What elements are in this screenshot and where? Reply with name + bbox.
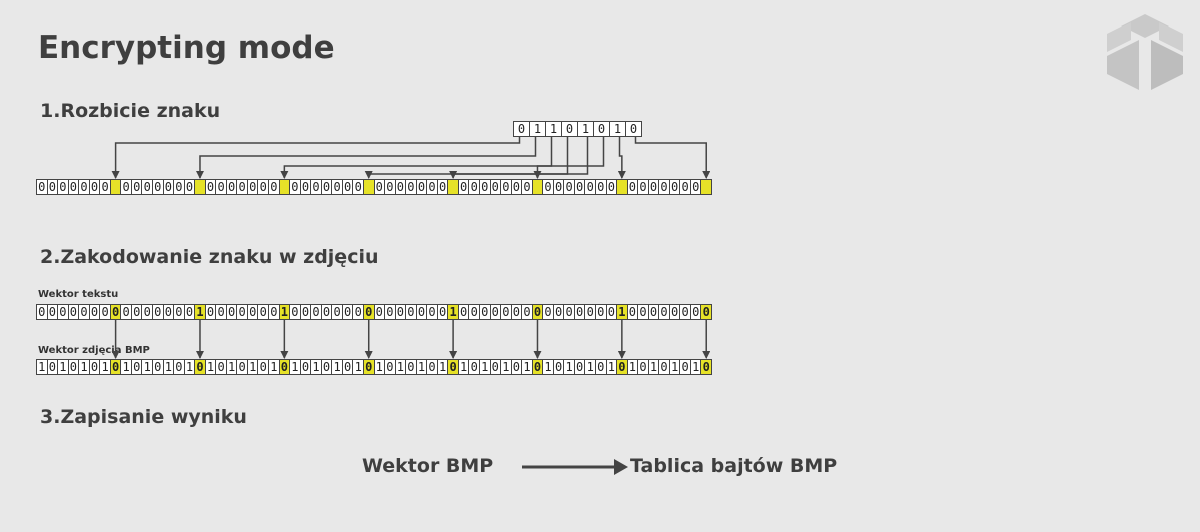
cube-logo-icon (1105, 10, 1185, 96)
text-vector-cell: 0 (700, 304, 712, 320)
char-bit-cell: 1 (529, 121, 546, 137)
split-arrow (617, 137, 626, 179)
char-bit-cell: 0 (561, 121, 578, 137)
page-title: Encrypting mode (38, 30, 335, 66)
char-bit-cell: 1 (609, 121, 626, 137)
flow-to-label: Tablica bajtów BMP (630, 455, 838, 477)
split-arrow (111, 137, 521, 179)
text-vector-label: Wektor tekstu (38, 289, 119, 300)
split-arrow (634, 137, 711, 179)
split-arrow (533, 137, 605, 179)
bmp-vector-label: Wektor zdjęcia BMP (38, 345, 150, 356)
split-bit-cell (700, 179, 712, 195)
step3-heading: 3.Zapisanie wyniku (40, 406, 247, 428)
char-bit-cell: 0 (625, 121, 642, 137)
bmp-vector-cell: 0 (700, 359, 712, 375)
char-bit-cell: 1 (577, 121, 594, 137)
split-arrow (449, 137, 589, 179)
split-arrow (280, 137, 553, 179)
split-arrow (364, 137, 569, 179)
step1-heading: 1.Rozbicie znaku (40, 100, 221, 122)
step2-heading: 2.Zakodowanie znaku w zdjęciu (40, 246, 379, 268)
flow-from-label: Wektor BMP (362, 455, 494, 477)
char-bit-cell: 0 (513, 121, 530, 137)
char-bit-cell: 1 (545, 121, 562, 137)
split-arrow (195, 137, 537, 179)
char-bit-cell: 0 (593, 121, 610, 137)
